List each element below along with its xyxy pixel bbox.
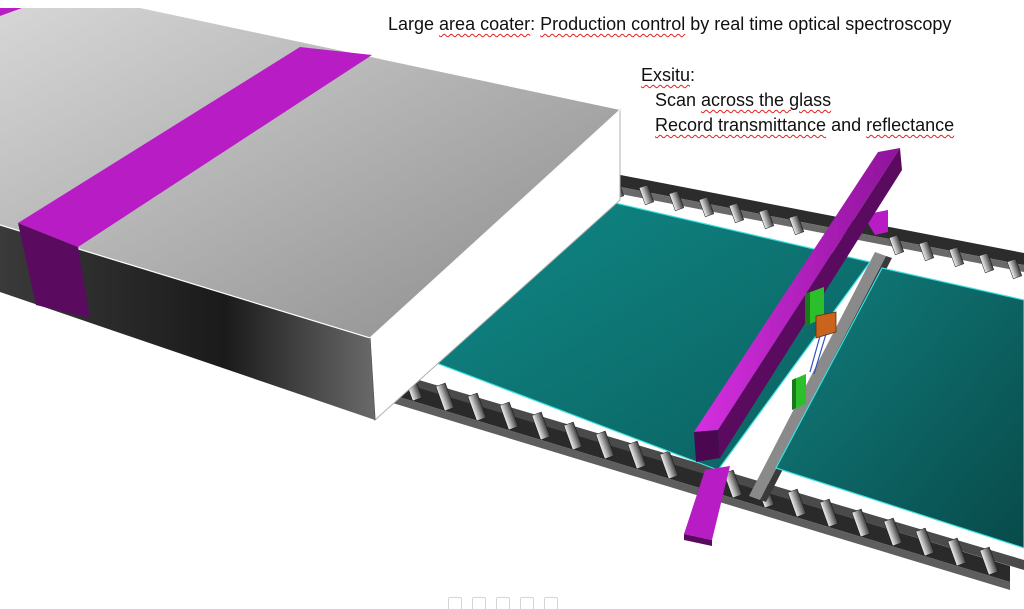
rear-rollers	[608, 178, 1023, 280]
move-icon[interactable]	[496, 597, 510, 609]
exsitu-line-record: Record transmittance and reflectance	[655, 115, 955, 135]
viewer-toolbar	[448, 597, 584, 609]
zoom-icon[interactable]	[472, 597, 486, 609]
title-underlined-1: area coater	[439, 14, 531, 34]
fit-icon[interactable]	[544, 597, 558, 609]
title-underlined-2: Production control	[540, 14, 686, 34]
coater-box	[0, 8, 621, 422]
light-source	[815, 311, 837, 339]
rotate-icon[interactable]	[520, 597, 534, 609]
viewer-control-icon[interactable]	[448, 597, 462, 609]
sensor-head	[792, 287, 837, 410]
exsitu-line-scan: Scan across the glass	[655, 90, 832, 110]
glass-sheet-2	[775, 267, 1024, 549]
magenta-band	[0, 8, 372, 318]
exsitu-heading: Exsitu:	[641, 65, 696, 85]
rear-conveyor	[605, 172, 1024, 280]
diagram-title: Large area coater: Production control by…	[388, 14, 952, 34]
